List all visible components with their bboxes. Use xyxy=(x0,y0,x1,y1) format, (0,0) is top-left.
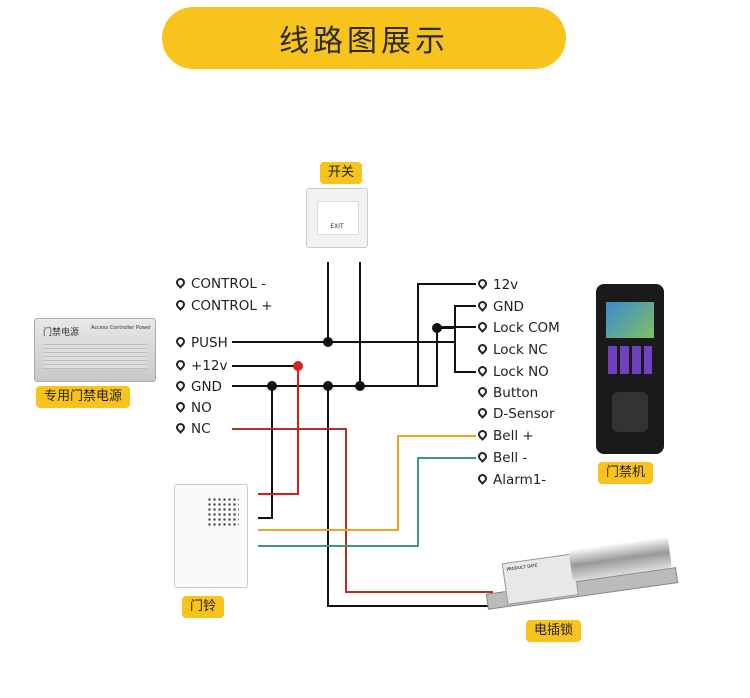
power-model: Access Controller Power xyxy=(91,325,152,331)
pin-icon xyxy=(476,277,489,290)
pin-icon xyxy=(476,320,489,333)
pin-icon xyxy=(476,299,489,312)
power-brand: 门禁电源 xyxy=(43,328,80,338)
lock-plate-text: PRODUCT DATE xyxy=(506,562,538,572)
terminal-12v: +12v xyxy=(174,358,227,374)
pin-icon xyxy=(476,472,489,485)
pin-icon xyxy=(174,358,187,371)
exit-switch-image: EXIT xyxy=(306,188,368,248)
pin-icon xyxy=(476,342,489,355)
pin-icon xyxy=(476,364,489,377)
lock-tag: 电插锁 xyxy=(526,620,582,642)
ctrl-terminal-bell-minus: Bell - xyxy=(476,450,527,466)
pin-icon xyxy=(174,400,187,413)
terminal-control-minus: CONTROL - xyxy=(174,276,266,292)
pin-icon xyxy=(476,450,489,463)
switch-tag: 开关 xyxy=(320,162,363,184)
ctrl-terminal-gnd: GND xyxy=(476,299,524,315)
power-tag: 专用门禁电源 xyxy=(36,386,131,408)
ctrl-terminal-12v: 12v xyxy=(476,277,518,293)
ctrl-terminal-lock-no: Lock NO xyxy=(476,364,549,380)
title-banner: 线路图展示 xyxy=(162,7,566,69)
ctrl-terminal-d-sensor: D-Sensor xyxy=(476,406,555,422)
pin-icon xyxy=(174,298,187,311)
pin-icon xyxy=(174,421,187,434)
pin-icon xyxy=(174,276,187,289)
controller-tag: 门禁机 xyxy=(598,462,654,484)
access-controller-image xyxy=(596,284,664,454)
bell-tag: 门铃 xyxy=(182,596,225,618)
terminal-nc: NC xyxy=(174,421,211,437)
pin-icon xyxy=(174,379,187,392)
pin-icon xyxy=(476,428,489,441)
doorbell-image xyxy=(174,484,248,588)
terminal-push: PUSH xyxy=(174,335,228,351)
pin-icon xyxy=(174,335,187,348)
terminal-no: NO xyxy=(174,400,212,416)
ctrl-terminal-alarm1: Alarm1- xyxy=(476,472,546,488)
terminal-gnd: GND xyxy=(174,379,222,395)
exit-text: EXIT xyxy=(330,223,344,230)
page-title: 线路图展示 xyxy=(279,24,449,59)
pin-icon xyxy=(476,385,489,398)
ctrl-terminal-lock-nc: Lock NC xyxy=(476,342,548,358)
pin-icon xyxy=(476,406,489,419)
ctrl-terminal-lock-com: Lock COM xyxy=(476,320,560,336)
power-supply-image: 门禁电源 Access Controller Power xyxy=(34,318,156,382)
terminal-control-plus: CONTROL + xyxy=(174,298,273,314)
ctrl-terminal-button: Button xyxy=(476,385,538,401)
ctrl-terminal-bell-plus: Bell + xyxy=(476,428,534,444)
